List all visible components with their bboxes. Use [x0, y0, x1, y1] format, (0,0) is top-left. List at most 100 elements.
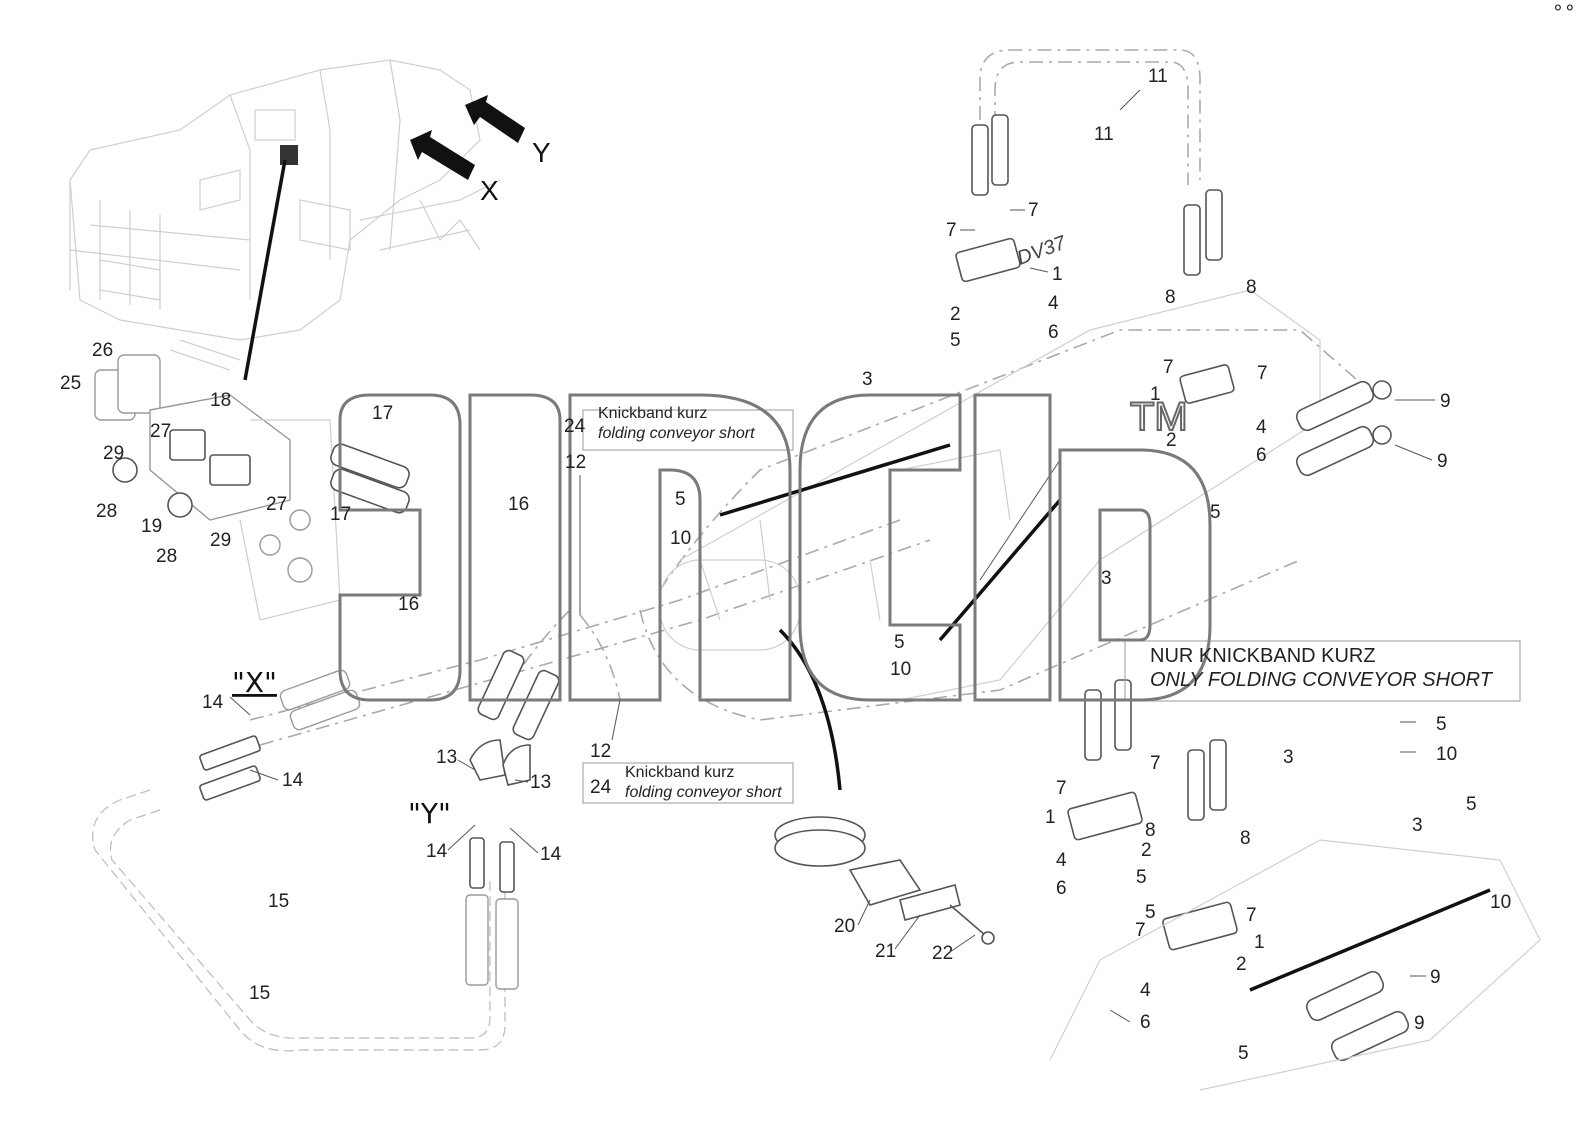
callout-28: 28 — [156, 546, 177, 567]
callout-12: 12 — [590, 741, 611, 762]
view-label-y: "Y" — [408, 797, 451, 830]
note-knickband-en-top: folding conveyor short — [598, 425, 755, 442]
callout-22: 22 — [932, 943, 953, 964]
callout-7: 7 — [1246, 905, 1257, 926]
callout-4: 4 — [1256, 417, 1267, 438]
callout-20: 20 — [834, 916, 855, 937]
highlight-line-b — [938, 498, 1062, 642]
callout-29: 29 — [210, 530, 231, 551]
leader-lines — [229, 89, 1435, 1023]
callout-28: 28 — [96, 501, 117, 522]
trademark-mark: TM — [1130, 395, 1188, 439]
callout-7: 7 — [1163, 357, 1174, 378]
only-folding-frame — [1124, 640, 1521, 702]
detail-view-short-conveyor — [1049, 679, 1541, 1091]
note-frame-bottom — [582, 762, 794, 804]
note-knickband-de-top: Knickband kurz — [598, 405, 707, 422]
callout-9: 9 — [1440, 391, 1451, 412]
callout-15: 15 — [268, 891, 289, 912]
callout-2: 2 — [1141, 840, 1152, 861]
note-knickband-en-bottom: folding conveyor short — [625, 784, 782, 801]
callout-26: 26 — [92, 340, 113, 361]
callout-29: 29 — [103, 443, 124, 464]
callout-5: 5 — [1136, 867, 1147, 888]
callout-8: 8 — [1145, 820, 1156, 841]
callout-5: 5 — [1436, 714, 1447, 735]
callout-17: 17 — [330, 504, 351, 525]
callout-7: 7 — [946, 220, 957, 241]
callout-13: 13 — [436, 747, 457, 768]
callout-16: 16 — [398, 594, 419, 615]
callout-1: 1 — [1254, 932, 1265, 953]
highlight-line-a — [719, 443, 951, 517]
callout-27: 27 — [266, 494, 287, 515]
callout-17: 17 — [372, 403, 393, 424]
note-knickband-de-bottom: Knickband kurz — [625, 764, 734, 781]
view-arrow-y: Y — [465, 95, 551, 168]
callout-15: 15 — [249, 983, 270, 1004]
callout-1: 1 — [1045, 807, 1056, 828]
callout-3: 3 — [1412, 815, 1423, 836]
view-letter-x: X — [480, 175, 499, 206]
callout-5: 5 — [1145, 902, 1156, 923]
callout-9: 9 — [1430, 967, 1441, 988]
callout-19: 19 — [141, 516, 162, 537]
view-label-x: "X" — [232, 666, 277, 699]
callout-7: 7 — [1028, 200, 1039, 221]
callout-6: 6 — [1140, 1012, 1151, 1033]
callout-2: 2 — [1236, 954, 1247, 975]
callout-1: 1 — [1150, 384, 1161, 405]
view-arrow-x: X — [410, 130, 499, 206]
callout-5: 5 — [1210, 502, 1221, 523]
machine-illustration — [69, 59, 501, 371]
callout-7: 7 — [1257, 363, 1268, 384]
center-fittings — [199, 649, 560, 990]
callout-12: 12 — [565, 452, 586, 473]
callout-25: 25 — [60, 373, 81, 394]
valve-block-assembly — [94, 354, 410, 621]
callout-5: 5 — [950, 330, 961, 351]
highlight-line-c — [1249, 888, 1491, 992]
callout-6: 6 — [1256, 445, 1267, 466]
callout-10: 10 — [1436, 744, 1457, 765]
callout-27: 27 — [150, 421, 171, 442]
watermark-logo: TM — [338, 393, 1212, 702]
note-only-de: NUR KNICKBAND KURZ — [1150, 645, 1376, 667]
callout-9: 9 — [1414, 1013, 1425, 1034]
callout-3: 3 — [1283, 747, 1294, 768]
callout-1: 1 — [1052, 264, 1063, 285]
callouts: 11 11 7 7 1 2 4 5 6 8 8 7 7 1 9 4 2 6 9 … — [60, 66, 1511, 1064]
callout-8: 8 — [1165, 287, 1176, 308]
note-only-en: ONLY FOLDING CONVEYOR SHORT — [1150, 669, 1494, 691]
pointer-line — [243, 159, 287, 381]
callout-4: 4 — [1056, 850, 1067, 871]
callout-14: 14 — [282, 770, 304, 791]
note-frame-top — [582, 409, 794, 451]
callout-10: 10 — [670, 528, 691, 549]
callout-14: 14 — [426, 841, 448, 862]
callout-24: 24 — [590, 777, 612, 798]
callout-5: 5 — [1238, 1043, 1249, 1064]
callout-7: 7 — [1135, 920, 1146, 941]
callout-8: 8 — [1246, 277, 1257, 298]
callout-2: 2 — [950, 304, 961, 325]
callout-6: 6 — [1056, 878, 1067, 899]
callout-16: 16 — [508, 494, 529, 515]
callout-14: 14 — [202, 692, 224, 713]
callout-4: 4 — [1048, 293, 1059, 314]
callout-7: 7 — [1150, 753, 1161, 774]
callout-18: 18 — [210, 390, 231, 411]
callout-5: 5 — [1466, 794, 1477, 815]
callout-14: 14 — [540, 844, 562, 865]
callout-4: 4 — [1140, 980, 1151, 1001]
callout-13: 13 — [530, 772, 551, 793]
callout-21: 21 — [875, 941, 896, 962]
callout-10: 10 — [890, 659, 911, 680]
callout-3: 3 — [862, 369, 873, 390]
callout-8: 8 — [1240, 828, 1251, 849]
callout-5: 5 — [675, 489, 686, 510]
callout-24: 24 — [564, 416, 586, 437]
callout-11: 11 — [1148, 66, 1168, 87]
callout-7: 7 — [1056, 778, 1067, 799]
